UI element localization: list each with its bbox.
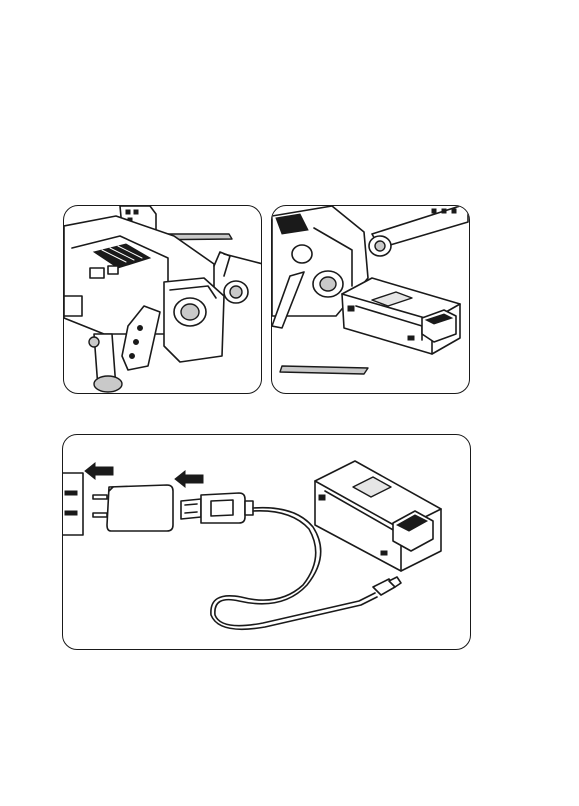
battery-pack-icon (315, 461, 441, 571)
step-remove-battery-panel (63, 205, 262, 394)
propeller-blade-icon (280, 366, 368, 374)
motor-icon (174, 298, 206, 326)
step-insert-battery-panel (271, 205, 470, 394)
wall-socket-icon (63, 473, 83, 535)
motor-icon (292, 245, 312, 263)
charging-diagram (63, 435, 471, 650)
motor-icon (313, 271, 343, 297)
drone-illustration (272, 206, 470, 394)
arrow-left-icon (85, 463, 113, 479)
motor-icon (224, 281, 248, 303)
motor-icon (369, 236, 391, 256)
drone-illustration (64, 206, 262, 394)
battery-pack-icon (342, 278, 460, 354)
arrow-left-icon (175, 471, 203, 487)
step-charging-panel (62, 434, 471, 650)
power-adapter-icon (93, 485, 173, 531)
